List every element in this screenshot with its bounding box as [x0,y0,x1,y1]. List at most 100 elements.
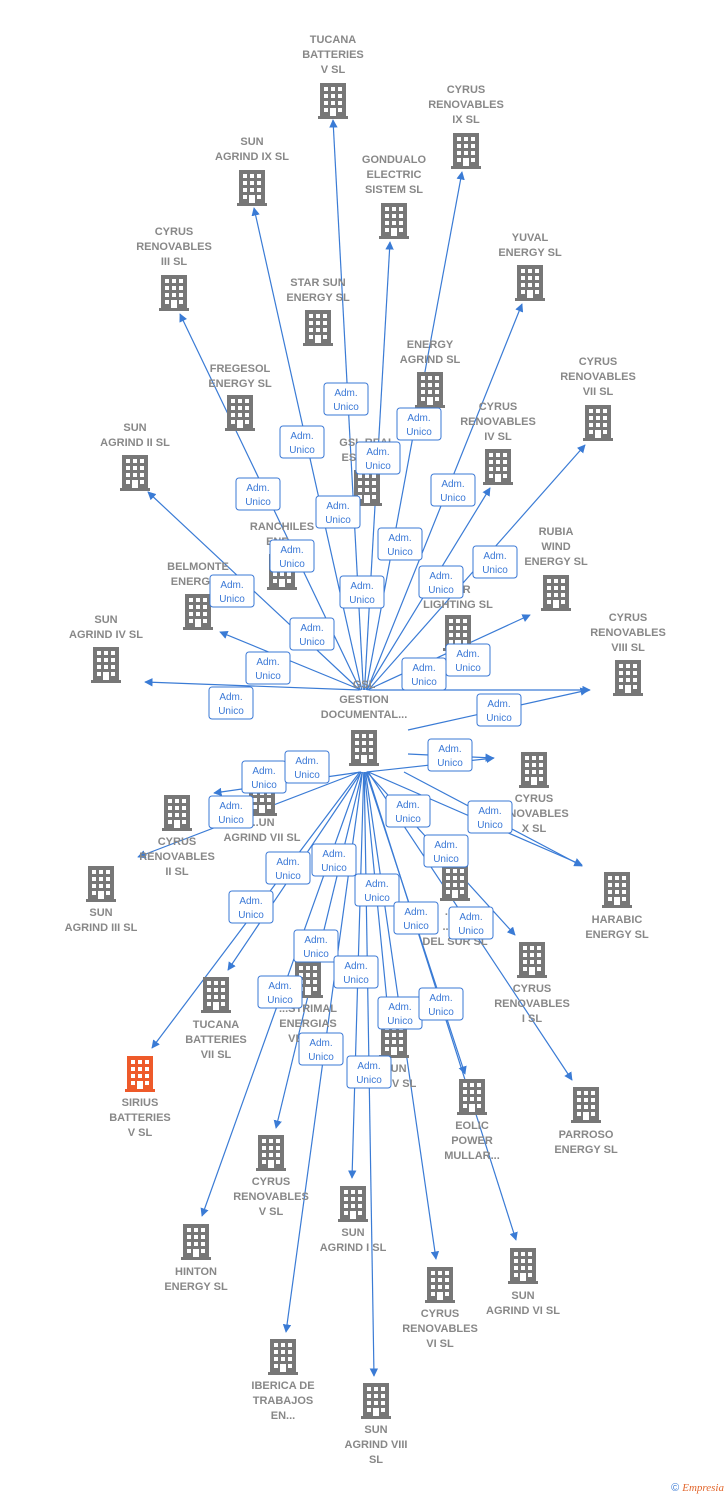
edge-label[interactable]: Adm.Unico [430,473,476,507]
edge-label[interactable]: Adm.Unico [377,527,423,561]
copyright-symbol: © [671,1482,680,1494]
edge-label[interactable]: Adm.Unico [377,996,423,1030]
edge-label[interactable]: Adm.Unico [293,929,339,963]
edge-label[interactable]: Adm.Unico [323,382,369,416]
edge-label-box [472,545,518,579]
edge-label[interactable]: Adm.Unico [265,851,311,885]
edge-label[interactable]: Adm.Unico [472,545,518,579]
edge-label[interactable]: Adm.Unico [279,425,325,459]
edge-label[interactable]: Adm.Unico [209,574,255,608]
edge-label[interactable]: Adm.Unico [346,1055,392,1089]
building-icon [237,170,267,206]
edge-label[interactable]: Adm.Unico [445,643,491,677]
edge-label[interactable]: Adm.Unico [235,477,281,511]
building-icon [602,872,632,908]
building-icon [541,575,571,611]
edge-label[interactable]: Adm.Unico [228,890,274,924]
edge-label[interactable]: Adm.Unico [284,750,330,784]
edge-label[interactable]: Adm.Unico [333,955,379,989]
edge-label[interactable]: Adm.Unico [423,834,469,868]
footer-credit[interactable]: © Empresia [671,1482,724,1494]
edge-belmonte [219,630,362,691]
edge-label-box [257,975,303,1009]
building-icon [361,1383,391,1419]
edge-label[interactable]: Adm.Unico [476,693,522,727]
edge-label-text: Adm.Unico [325,501,351,526]
edge-label-box [235,477,281,511]
building-icon [268,1339,298,1375]
edge-label[interactable]: Adm.Unico [339,575,385,609]
edge-label[interactable]: Adm.Unico [467,800,513,834]
edge-label-box [245,651,291,685]
edge-label[interactable]: Adm.Unico [355,441,401,475]
edge-label-text: Adm.Unico [356,1061,382,1086]
edge-label[interactable]: Adm.Unico [311,843,357,877]
edge-label[interactable]: Adm.Unico [427,738,473,772]
edge-label[interactable]: Adm.Unico [385,794,431,828]
edge-label-box [293,929,339,963]
edge-label[interactable]: Adm.Unico [448,906,494,940]
edge-label[interactable]: Adm.Unico [241,760,287,794]
edge-label-text: Adm.Unico [218,801,244,826]
edge-label-box [298,1032,344,1066]
edge-label[interactable]: Adm.Unico [396,407,442,441]
edge-label[interactable]: Adm.Unico [208,686,254,720]
edge-label[interactable]: Adm.Unico [269,539,315,573]
edge-label[interactable]: Adm.Unico [289,617,335,651]
edge-label-box [430,473,476,507]
edge-label[interactable]: Adm.Unico [418,565,464,599]
edge-label[interactable]: Adm.Unico [208,795,254,829]
edge-label[interactable]: Adm.Unico [401,657,447,691]
building-icon [583,405,613,441]
edge-label[interactable]: Adm.Unico [257,975,303,1009]
edge-label-text: Adm.Unico [219,580,245,605]
edge-label[interactable]: Adm.Unico [298,1032,344,1066]
edge-label[interactable]: Adm.Unico [418,987,464,1021]
edge-label[interactable]: Adm.Unico [393,901,439,935]
edge-label-box [355,441,401,475]
building-icon [483,449,513,485]
edge-label-box [346,1055,392,1089]
building-icon [159,275,189,311]
edge-label[interactable]: Adm.Unico [315,495,361,529]
edge-label[interactable]: Adm.Unico [245,651,291,685]
edge-label[interactable]: Adm.Unico [354,873,400,907]
